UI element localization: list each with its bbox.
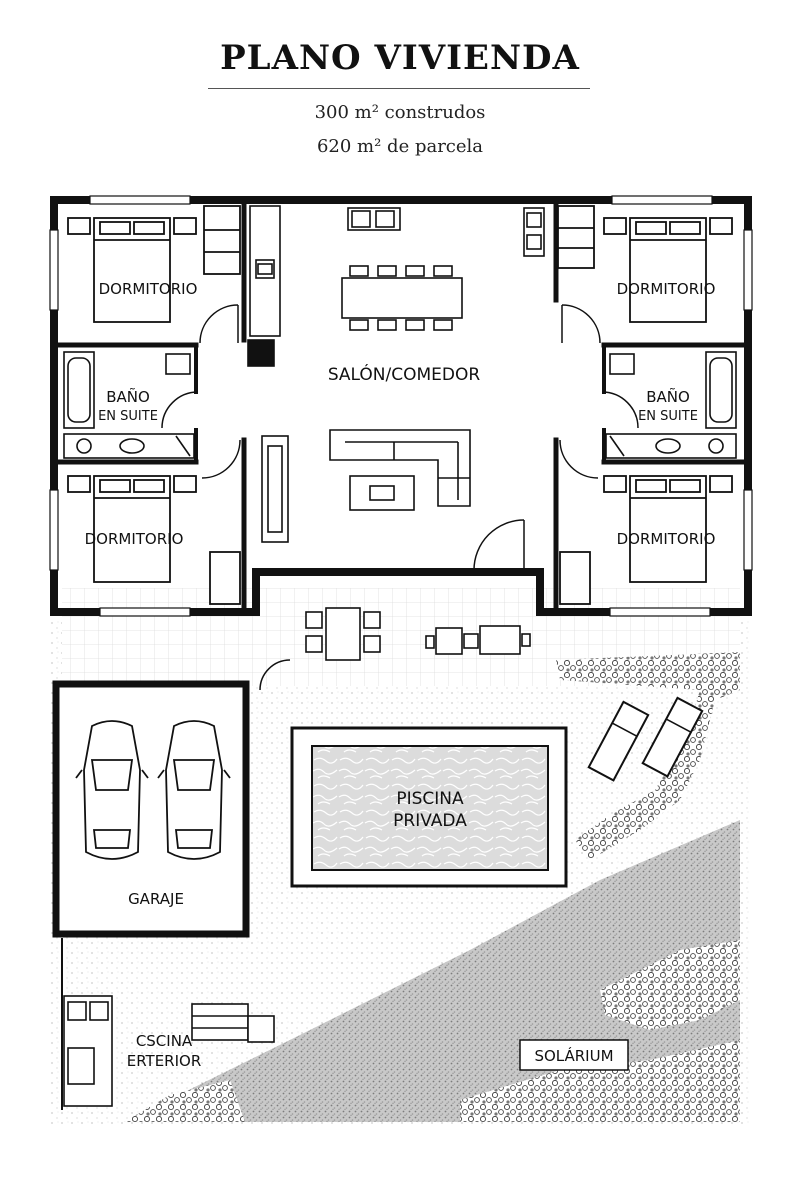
door-swings <box>161 304 639 691</box>
bed-tr <box>603 217 733 323</box>
sun-lounger-2 <box>641 696 704 778</box>
plot-area-text: 620 m² de parcela <box>316 136 484 157</box>
shrubs-bottom-left <box>124 1080 245 1122</box>
label-bath-right-1: BAÑO <box>646 387 690 406</box>
bed-tl <box>67 217 197 323</box>
kitchen-units <box>247 205 545 367</box>
pool-water <box>311 745 549 871</box>
bath-right-fixtures <box>605 351 737 459</box>
label-bedroom-tl: DORMITORIO <box>99 280 198 298</box>
label-outdoor-kitchen-2: ERTERIOR <box>127 1052 202 1070</box>
car-2 <box>157 720 231 860</box>
label-bedroom-ml: DORMITORIO <box>85 530 184 548</box>
windows <box>49 195 753 617</box>
plan-title: PLANO VIVIENDA <box>220 38 580 78</box>
car-1 <box>75 720 149 860</box>
label-pool-2: PRIVADA <box>393 811 467 831</box>
living-furniture <box>261 429 471 543</box>
outdoor-kitchen <box>61 938 275 1110</box>
wardrobes <box>203 205 595 275</box>
solarium-label-box <box>519 1039 629 1071</box>
sun-lounger-1 <box>587 700 650 782</box>
terrace-furniture <box>305 607 531 661</box>
shrubs-right <box>600 940 740 1030</box>
label-garage: GARAJE <box>128 890 184 908</box>
label-bath-left-2: EN SUITE <box>98 409 158 424</box>
label-bath-right-2: EN SUITE <box>638 409 698 424</box>
title-underline <box>208 88 590 89</box>
bath-left-fixtures <box>63 351 195 459</box>
bed-mr <box>559 475 733 605</box>
bed-ml <box>67 475 241 605</box>
label-bedroom-tr: DORMITORIO <box>617 280 716 298</box>
garage <box>52 680 250 938</box>
shrubs-bottom <box>460 1040 740 1122</box>
label-pool-1: PISCINA <box>396 789 464 809</box>
label-solarium: SOLÁRIUM <box>534 1046 613 1065</box>
label-outdoor-kitchen-1: CSCINA <box>136 1032 193 1050</box>
label-bedroom-mr: DORMITORIO <box>617 530 716 548</box>
hedge-right <box>556 652 740 860</box>
label-living: SALÓN/COMEDOR <box>328 363 481 385</box>
dining-table <box>341 265 463 331</box>
built-area-text: 300 m² construdos <box>314 102 486 123</box>
label-bath-left-1: BAÑO <box>106 387 150 406</box>
